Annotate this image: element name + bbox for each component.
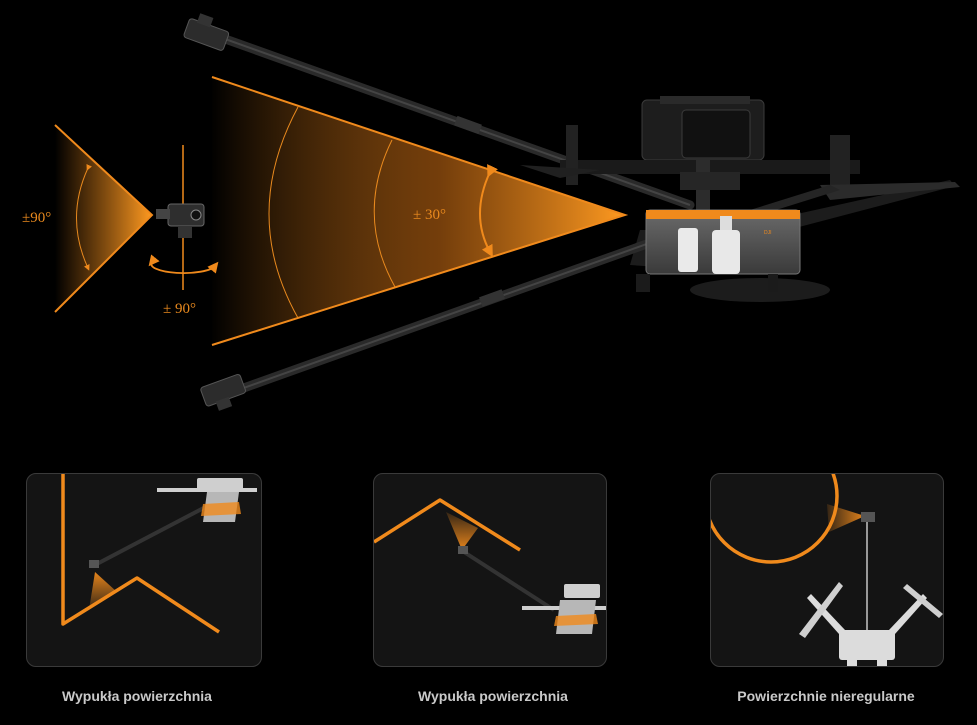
cone-arc-inner <box>479 164 498 258</box>
card-convex-2 <box>373 473 607 667</box>
card-convex-2-illustration <box>374 498 606 634</box>
card-convex-1 <box>26 473 262 667</box>
cone-arc-outer <box>268 106 299 319</box>
upper-pole <box>183 13 695 210</box>
lower-pole <box>200 220 705 411</box>
upper-pole-tip <box>183 13 230 51</box>
left-angle-label: ±90° <box>22 210 51 226</box>
main-sensing-cone <box>212 77 625 345</box>
left-sensing-cone <box>55 125 152 312</box>
lower-pole-tip <box>200 373 246 411</box>
hero-illustration: ± 30° ±90° ± 90° D <box>22 13 960 411</box>
card-convex-1-illustration <box>61 474 257 634</box>
card-3-caption: Powierzchnie nieregularne <box>737 688 915 704</box>
rotation-arrow <box>148 254 219 274</box>
card-1-caption: Wypukła powierzchnia <box>62 688 212 704</box>
card-irregular-illustration <box>711 474 943 666</box>
payload-logo: DJI <box>764 230 772 236</box>
main-angle-label: ± 30° <box>413 207 446 223</box>
card-2-caption: Wypukła powierzchnia <box>418 688 568 704</box>
sensor-gimbal <box>156 203 205 238</box>
rotation-angle-label: ± 90° <box>163 301 196 317</box>
cone-arc-mid <box>373 139 396 288</box>
drone-body: DJI <box>520 96 960 292</box>
card-irregular <box>710 473 944 667</box>
